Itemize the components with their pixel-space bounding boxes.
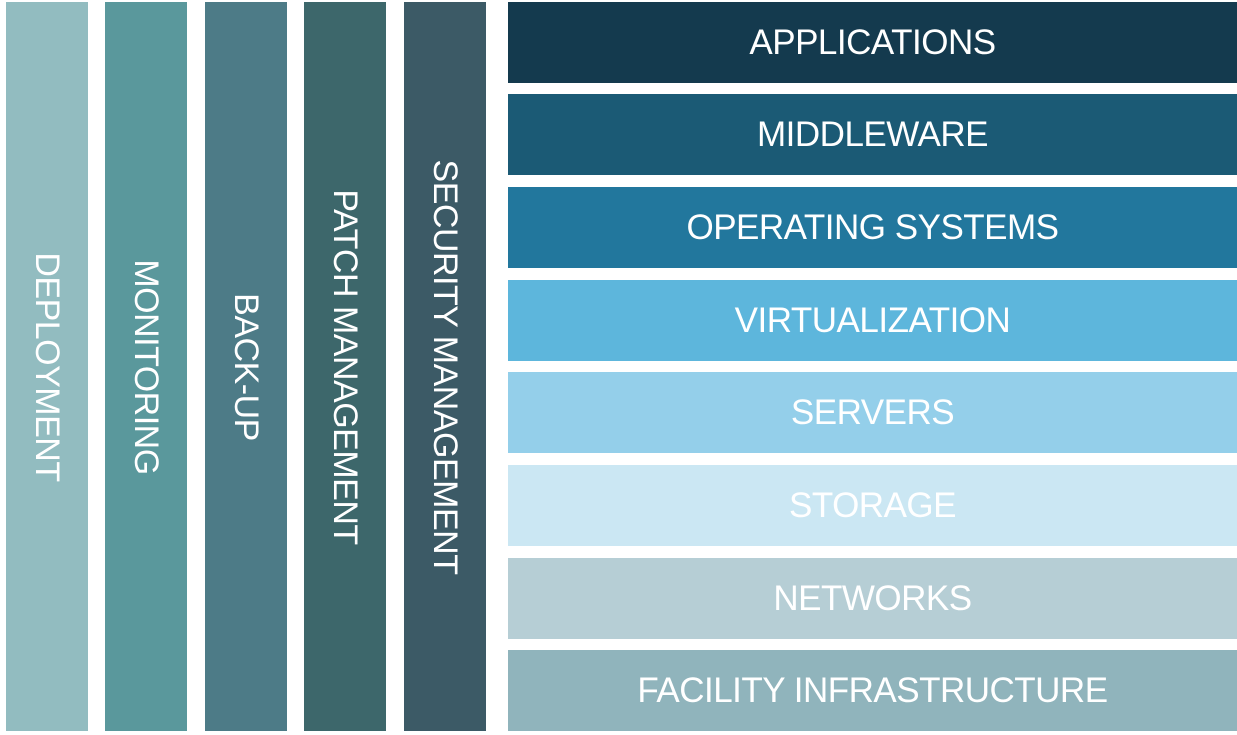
column-deployment: DEPLOYMENT [6,2,88,731]
layer-servers: SERVERS [508,372,1237,453]
column-security-management: SECURITY MANAGEMENT [404,2,486,731]
layer-storage: STORAGE [508,465,1237,546]
layer-label-networks: NETWORKS [773,579,972,618]
column-patch-management: PATCH MANAGEMENT [304,2,386,731]
column-label-deployment: DEPLOYMENT [28,251,66,482]
layer-virtualization: VIRTUALIZATION [508,280,1237,361]
column-label-security-management: SECURITY MANAGEMENT [426,159,464,574]
layer-applications: APPLICATIONS [508,2,1237,83]
column-label-back-up: BACK-UP [227,292,265,441]
column-label-patch-management: PATCH MANAGEMENT [326,188,364,545]
column-monitoring: MONITORING [105,2,187,731]
layer-label-servers: SERVERS [790,393,955,432]
layer-label-operating-systems: OPERATING SYSTEMS [686,208,1059,247]
layer-label-virtualization: VIRTUALIZATION [734,301,1011,340]
column-label-monitoring: MONITORING [127,258,165,475]
layer-middleware: MIDDLEWARE [508,94,1237,175]
layer-operating-systems: OPERATING SYSTEMS [508,187,1237,268]
layer-label-middleware: MIDDLEWARE [757,115,988,154]
column-back-up: BACK-UP [205,2,287,731]
layer-label-applications: APPLICATIONS [749,23,996,62]
layer-networks: NETWORKS [508,558,1237,639]
layer-label-storage: STORAGE [788,486,957,525]
layer-label-facility-infrastructure: FACILITY INFRASTRUCTURE [637,671,1108,710]
layer-facility-infrastructure: FACILITY INFRASTRUCTURE [508,650,1237,731]
